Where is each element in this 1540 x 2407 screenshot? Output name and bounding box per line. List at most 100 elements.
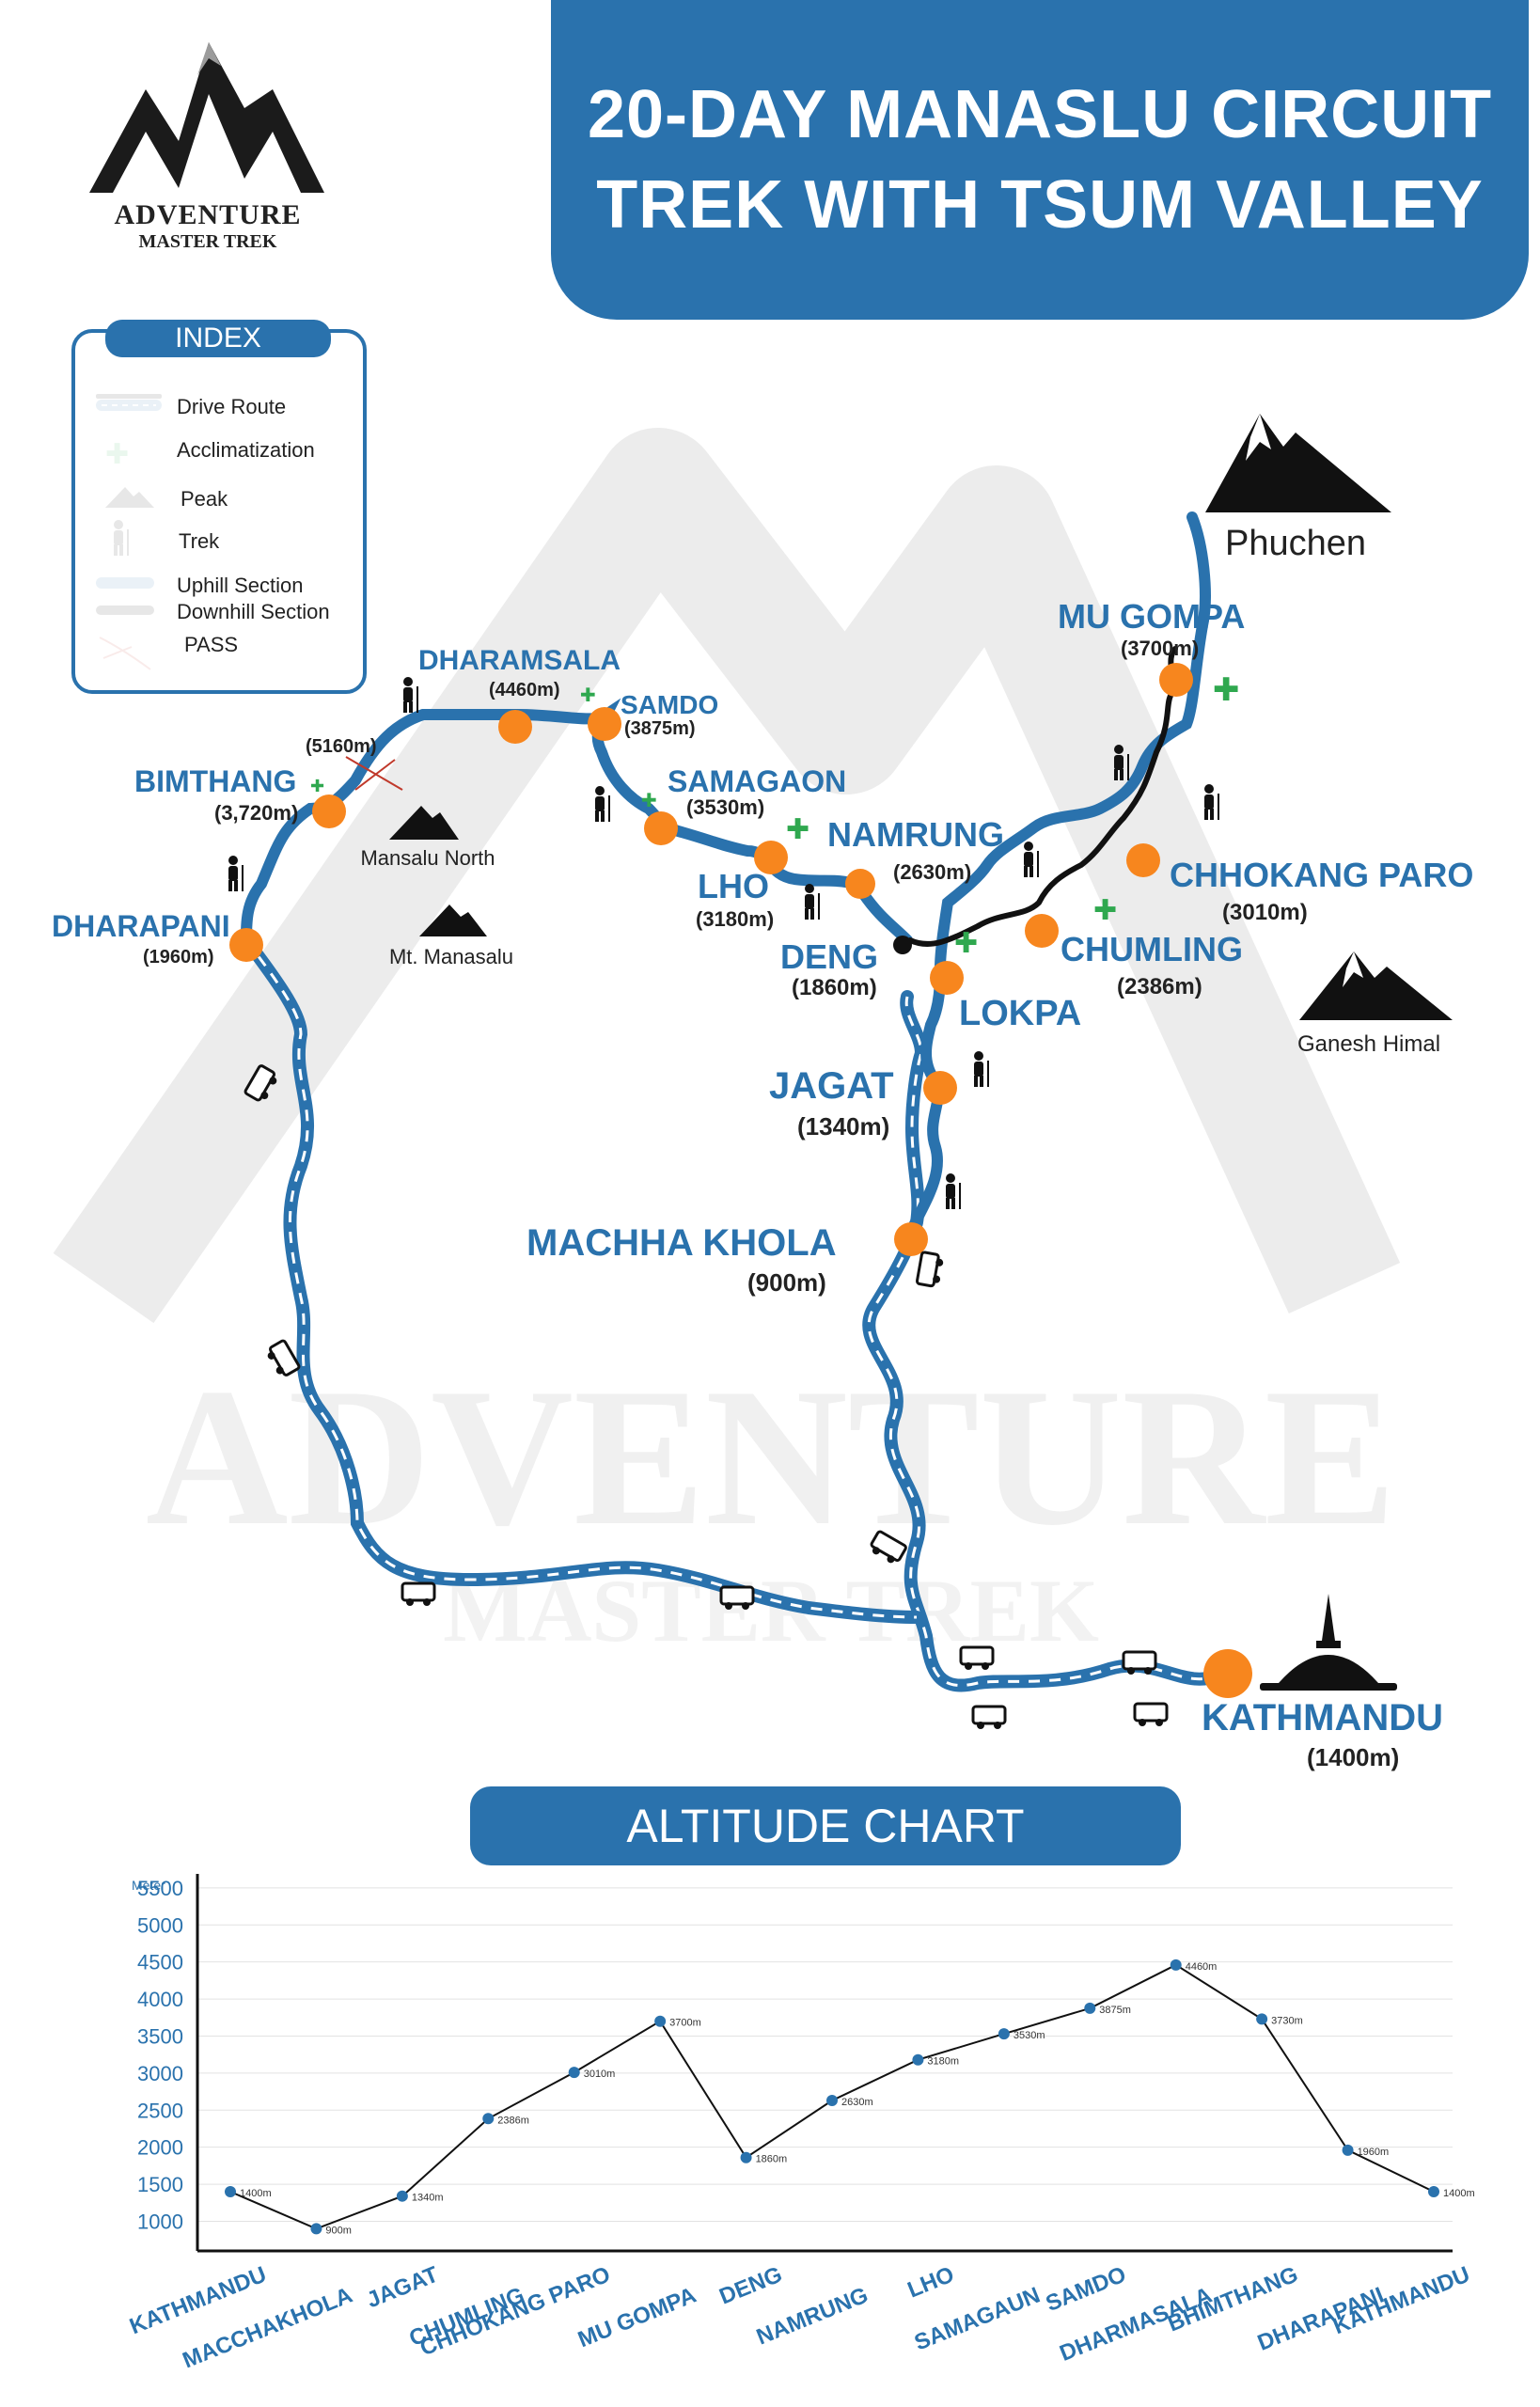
chart-point-label: 3180m xyxy=(927,2056,959,2068)
chart-point xyxy=(1256,2013,1268,2025)
chart-point xyxy=(396,2190,408,2202)
chart-x-label: JAGAT xyxy=(363,2261,442,2313)
alt-bimthang: (3,720m) xyxy=(214,801,298,825)
stop-bimthang[interactable] xyxy=(312,794,346,828)
vehicle-icon xyxy=(915,1251,944,1288)
stop-namrung[interactable] xyxy=(845,869,875,899)
alt-samdo: (3875m) xyxy=(624,718,696,739)
chart-point xyxy=(1342,2144,1354,2156)
peak-label-phuchen: Phuchen xyxy=(1225,524,1366,563)
ganesh-himal-peak-icon xyxy=(1299,952,1453,1020)
stop-lokpa[interactable] xyxy=(930,961,964,995)
label-lho: LHO xyxy=(698,867,769,905)
chart-point-label: 3730m xyxy=(1271,2015,1303,2026)
watermark: ADVENTURE MASTER TREK xyxy=(53,428,1401,1660)
trekker-icon xyxy=(403,677,418,713)
stop-mu-gompa[interactable] xyxy=(1159,663,1193,697)
trekker-icon xyxy=(1024,842,1039,877)
chart-y-tick-label: 2000 xyxy=(137,2136,183,2160)
stop-jagat[interactable] xyxy=(923,1071,957,1105)
label-chhokang-paro: CHHOKANG PARO xyxy=(1170,856,1473,894)
chart-point xyxy=(1170,1959,1182,1971)
chart-point-label: 2630m xyxy=(841,2097,873,2108)
chart-point xyxy=(568,2067,580,2079)
chart-point-label: 900m xyxy=(325,2225,352,2236)
chart-y-tick-label: 3000 xyxy=(137,2062,183,2085)
stop-machha-khola[interactable] xyxy=(894,1222,928,1256)
chart-point-label: 1340m xyxy=(412,2193,444,2204)
vehicle-icon xyxy=(971,1705,1007,1729)
stop-lho[interactable] xyxy=(754,841,788,874)
chart-point-label: 1400m xyxy=(240,2188,272,2199)
chart-x-label: LHO xyxy=(904,2262,958,2304)
chart-x-label: NAMRUNG xyxy=(753,2283,872,2351)
alt-namrung: (2630m) xyxy=(893,860,971,884)
alt-dharapani: (1960m) xyxy=(143,947,214,968)
legend-label-pass: PASS xyxy=(184,633,239,656)
stop-chhokang-paro[interactable] xyxy=(1126,843,1160,877)
chart-y-tick-label: 1500 xyxy=(137,2173,183,2196)
chart-points xyxy=(225,1959,1439,2235)
acclimatization-icon: ✚ xyxy=(954,927,978,960)
downhill-route xyxy=(907,646,1178,947)
chart-point xyxy=(1084,2002,1096,2014)
stop-chumling[interactable] xyxy=(1025,914,1059,948)
trekker-icon xyxy=(805,884,820,920)
chart-x-label: DENG xyxy=(715,2262,785,2310)
label-dharapani: DHARAPANI xyxy=(52,909,230,943)
title-line-1: 20-DAY MANASLU CIRCUIT xyxy=(587,77,1493,152)
stop-samdo[interactable] xyxy=(588,707,621,741)
trekker-icon xyxy=(974,1051,989,1087)
chart-y-tick-label: 1000 xyxy=(137,2210,183,2233)
chart-point-label: 1860m xyxy=(756,2154,788,2165)
chart-point-label: 3700m xyxy=(669,2018,701,2029)
title-banner: 20-DAY MANASLU CIRCUIT TREK WITH TSUM VA… xyxy=(551,0,1529,320)
alt-machha-khola: (900m) xyxy=(747,1268,826,1297)
label-samagaon: SAMAGAON xyxy=(668,764,846,798)
chart-point xyxy=(482,2113,495,2125)
chart-point xyxy=(225,2185,236,2197)
vehicle-icon xyxy=(244,1064,277,1102)
stop-dharamsala[interactable] xyxy=(498,710,532,744)
peaks: Phuchen Ganesh Himal Mansalu North Mt. M… xyxy=(360,414,1453,1057)
chart-point xyxy=(998,2028,1010,2040)
label-kathmandu: KATHMANDU xyxy=(1202,1697,1443,1738)
legend-label-downhill: Downhill Section xyxy=(177,600,330,623)
stop-kathmandu[interactable] xyxy=(1203,1649,1252,1698)
alt-chhokang-paro: (3010m) xyxy=(1222,900,1308,925)
vehicle-icon xyxy=(1133,1702,1169,1726)
acclimatization-icon: ✚ xyxy=(1093,894,1117,927)
acclimatization-icon: ✚ xyxy=(641,789,657,811)
legend-label-peak: Peak xyxy=(181,487,228,511)
legend-label-drive: Drive Route xyxy=(177,395,287,418)
peak-label-mansalu-north: Mansalu North xyxy=(360,846,495,870)
stop-labels: KATHMANDU (1400m) MACHHA KHOLA (900m) JA… xyxy=(52,597,1473,1771)
trekker-icon xyxy=(228,856,244,891)
watermark-mountain-icon xyxy=(53,428,1401,1324)
watermark-text: ADVENTURE xyxy=(146,1348,1396,1566)
legend-label-acclimatization: Acclimatization xyxy=(177,438,315,462)
stop-samagaon[interactable] xyxy=(644,811,678,845)
chart-y-tick-label: 4500 xyxy=(137,1951,183,1974)
peak-label-mt-manasalu: Mt. Manasalu xyxy=(389,945,513,968)
vehicle-icon xyxy=(959,1645,995,1670)
stop-dharapani[interactable] xyxy=(229,928,263,962)
chart-y-tick-label: 2500 xyxy=(137,2099,183,2122)
stupa-icon xyxy=(1260,1594,1397,1691)
legend-label-uphill: Uphill Section xyxy=(177,574,304,597)
logo-name: ADVENTURE xyxy=(114,199,302,230)
label-samdo: SAMDO xyxy=(621,690,718,719)
title-line-2: TREK WITH TSUM VALLEY xyxy=(596,167,1484,243)
acclimatization-icon: ✚ xyxy=(310,777,324,796)
chart-y-tick-label: 3500 xyxy=(137,2024,183,2048)
chart-point-label: 1960m xyxy=(1358,2147,1390,2158)
chart-grid xyxy=(197,1887,1453,2222)
chart-point-label: 3530m xyxy=(1014,2030,1045,2041)
chart-point xyxy=(740,2151,752,2163)
stop-deng[interactable] xyxy=(893,936,912,954)
logo-snow-icon xyxy=(197,42,221,75)
chart-point xyxy=(1428,2185,1439,2197)
